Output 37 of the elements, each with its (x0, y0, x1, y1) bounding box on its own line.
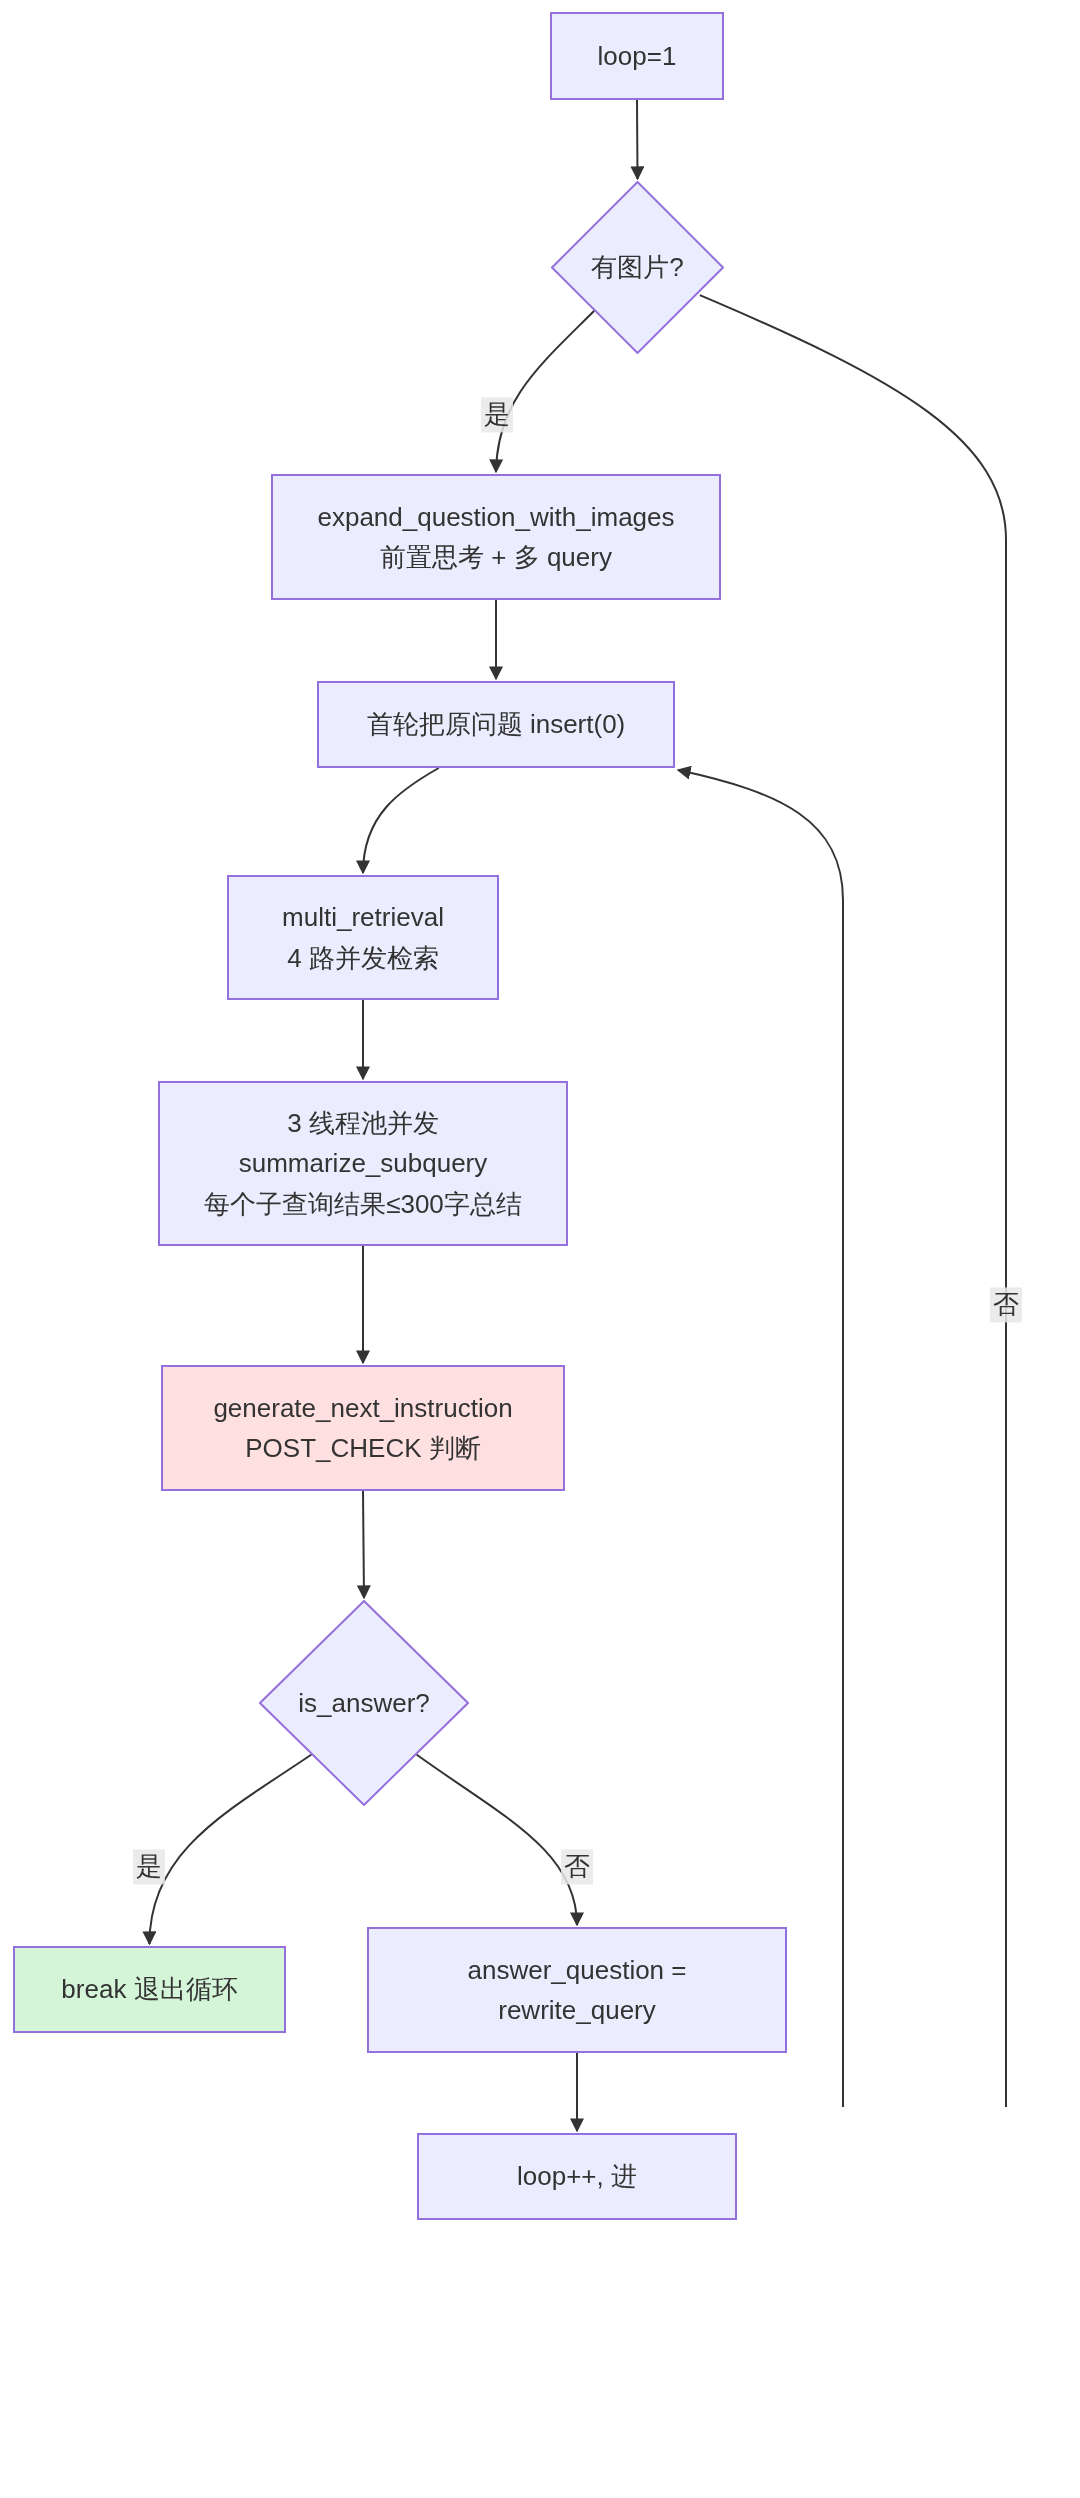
arrow (415, 1753, 583, 1927)
arrow (570, 2052, 584, 2133)
box-label: expand_question_with_images 前置思考 + 多 query (316, 500, 676, 574)
process-box (367, 1927, 787, 2053)
box-label: generate_next_instruction POST_CHECK 判断 (212, 1391, 514, 1465)
process-box (227, 875, 499, 1000)
edge-label: 否 (990, 1287, 1022, 1323)
box-label: loop++, 进 (517, 2160, 637, 2194)
arrow (356, 1490, 371, 1600)
box-label: loop=1 (597, 39, 677, 73)
arrow (356, 1245, 370, 1365)
box-label: 3 线程池并发 summarize_subquery 每个子查询结果≤300字总结 (203, 1107, 523, 1221)
edge-label: 是 (481, 397, 513, 433)
process-box (13, 1946, 286, 2033)
connector-line (698, 294, 1007, 2108)
arrow (630, 99, 645, 181)
edge-label: 是 (133, 1849, 165, 1885)
arrow (356, 767, 440, 875)
box-label: 首轮把原问题 insert(0) (366, 708, 626, 742)
edge-label: 否 (561, 1849, 593, 1885)
process-box (161, 1365, 565, 1491)
decision-diamond (551, 181, 724, 354)
arrow (143, 1753, 313, 1946)
arrow (676, 766, 844, 2108)
box-label: multi_retrieval 4 路并发检索 (281, 901, 445, 975)
process-box (158, 1081, 568, 1246)
process-box (417, 2133, 737, 2220)
process-box (550, 12, 724, 100)
diamond-label: 有图片? (591, 251, 684, 285)
decision-diamond (259, 1600, 469, 1806)
arrow (489, 599, 503, 681)
arrow (356, 999, 370, 1081)
box-label: answer_question = rewrite_query (466, 1953, 688, 2027)
process-box (271, 474, 721, 600)
process-box (317, 681, 675, 768)
diamond-label: is_answer? (298, 1686, 430, 1720)
box-label: break 退出循环 (61, 1973, 238, 2007)
